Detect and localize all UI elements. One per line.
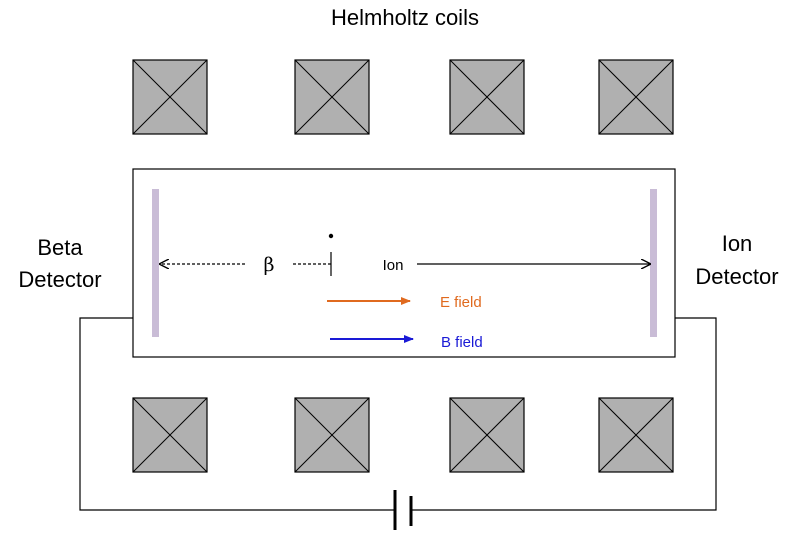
ion-detector-label-line1: Ion [722,231,753,256]
coil-bottom-3 [449,397,525,473]
beta-label: β [264,254,275,276]
top-coils [132,59,674,135]
coil-top-2 [294,59,370,135]
trap-chamber [132,168,676,358]
ion-detector-plate [650,189,657,337]
coil-top-4 [598,59,674,135]
ion-label: Ion [383,257,404,274]
beta-detector-label-line2: Detector [18,267,101,292]
beta-detector-plate [152,189,159,337]
coil-bottom-2 [294,397,370,473]
b-field-label: B field [441,334,483,351]
e-field-label: E field [440,294,482,311]
diagram-title: Helmholtz coils [331,5,479,30]
beta-detector-label-line1: Beta [37,235,83,260]
battery-symbol [393,490,413,530]
coil-top-1 [132,59,208,135]
decay-point-dot [328,233,334,239]
bottom-coils [132,397,674,473]
coil-bottom-1 [132,397,208,473]
circuit-wires [79,317,717,511]
ion-detector-label-line2: Detector [695,264,778,289]
coil-bottom-4 [598,397,674,473]
coil-top-3 [449,59,525,135]
